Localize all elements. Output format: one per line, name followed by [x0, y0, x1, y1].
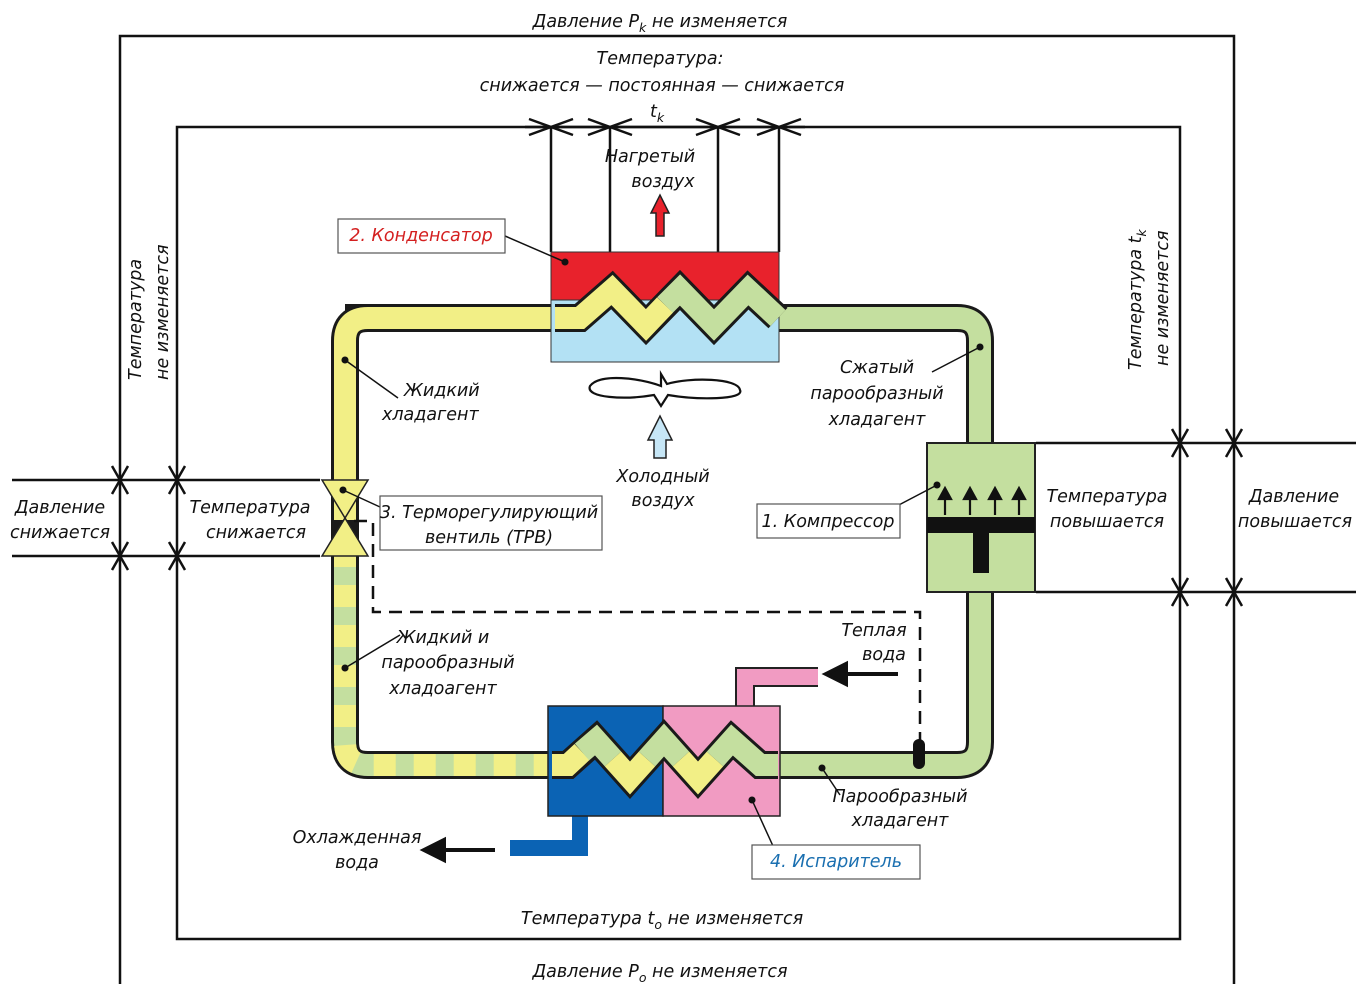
temperature-bottom-label: Температура to не изменяется	[521, 909, 803, 932]
cold-air-arrow	[646, 414, 674, 459]
mixed-label-1: Жидкий и	[396, 628, 490, 648]
temperature-rises-label-1: Температура	[1046, 487, 1167, 507]
heated-air-label-2: воздух	[631, 172, 695, 192]
pressure-boundary	[118, 34, 1236, 984]
temperature-rises-label-2: повышается	[1050, 512, 1164, 532]
right-temperature-label-2: не изменяется	[1153, 231, 1173, 367]
water-flow-arrows	[419, 660, 898, 864]
zone-arrow-markers	[110, 428, 1244, 607]
cold-air-label-2: воздух	[631, 491, 695, 511]
evaporator-label-box	[751, 844, 921, 880]
left-temperature-label-1: Температура	[126, 259, 146, 380]
zone-lines	[12, 441, 1356, 594]
sensing-capillary-line	[354, 519, 922, 742]
condenser-label-box	[337, 218, 506, 254]
compressed-label-1: Сжатый	[840, 358, 914, 378]
pressure-rises-label-2: повышается	[1238, 512, 1352, 532]
mixed-label-2: парообразный	[381, 653, 514, 673]
heated-air-label-1: Нагретый	[605, 147, 695, 167]
mixed-label-3: хладоагент	[388, 679, 497, 699]
vapor-label-2: хладагент	[851, 811, 949, 831]
valve-label-box	[379, 495, 603, 551]
compressor-label: 1. Компрессор	[762, 512, 895, 532]
warm-water-label-1: Теплая	[841, 621, 906, 641]
pressure-top-label: Давление Pk не изменяется	[532, 12, 788, 35]
valve-label-1: 3. Терморегулирующий	[380, 503, 598, 523]
temperature-top-line2: снижается — постоянная — снижается	[480, 76, 845, 96]
compressed-label-3: хладагент	[828, 410, 926, 430]
temperature-top-line1: Температура:	[597, 49, 724, 69]
chilled-water-label-2: вода	[335, 853, 379, 873]
leader-lines	[339, 235, 984, 847]
temperature-drops-label-2: снижается	[206, 523, 306, 543]
compressor-label-box	[756, 503, 901, 539]
right-temperature-label-1: Температура tk	[1126, 228, 1149, 370]
expansion-valve	[320, 479, 370, 557]
compressed-label-2: парообразный	[810, 384, 943, 404]
cold-air-label-1: Холодный	[615, 467, 709, 487]
refrigerant-pipe	[331, 304, 994, 779]
temperature-drops-label-1: Температура	[189, 498, 310, 518]
pressure-drops-label-1: Давление	[14, 498, 105, 518]
valve-label-2: вентиль (ТРВ)	[425, 528, 553, 548]
fan-icon	[588, 370, 742, 409]
left-temperature-label-2: не изменяется	[153, 245, 173, 381]
evaporator-label: 4. Испаритель	[770, 852, 902, 872]
condenser-temperature-segments	[525, 117, 805, 252]
compressor	[926, 442, 1036, 593]
pressure-bottom-label: Давление Po не изменяется	[531, 962, 787, 984]
pressure-rises-label-1: Давление	[1248, 487, 1339, 507]
chilled-water-label-1: Охлажденная	[293, 828, 422, 848]
liquid-label-2: хладагент	[381, 405, 479, 425]
warm-water-label-2: вода	[862, 645, 906, 665]
temperature-top-tk: tk	[650, 102, 665, 125]
liquid-label-1: Жидкий	[403, 381, 480, 401]
heated-air-arrow	[649, 193, 671, 237]
evaporator	[510, 667, 818, 856]
vapor-label-1: Парообразный	[833, 787, 968, 807]
pressure-drops-label-2: снижается	[10, 523, 110, 543]
condenser	[550, 251, 788, 363]
condenser-label: 2. Конденсатор	[349, 226, 493, 246]
